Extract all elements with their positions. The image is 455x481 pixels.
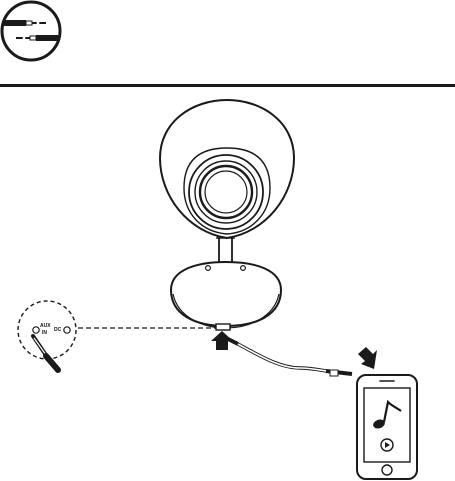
port-callout: AUX IN DC xyxy=(18,301,76,370)
aux-label: AUX xyxy=(40,323,51,329)
play-button-icon xyxy=(381,439,393,451)
home-button-icon xyxy=(382,465,392,475)
aux-cable xyxy=(226,338,352,376)
dc-port-icon xyxy=(64,327,70,333)
aux-port-icon xyxy=(33,327,39,333)
smartphone-illustration xyxy=(357,375,417,479)
speaker-illustration xyxy=(160,100,294,330)
in-label: IN xyxy=(42,330,47,336)
dc-label: DC xyxy=(54,327,62,333)
phone-arrow-icon xyxy=(358,347,377,369)
